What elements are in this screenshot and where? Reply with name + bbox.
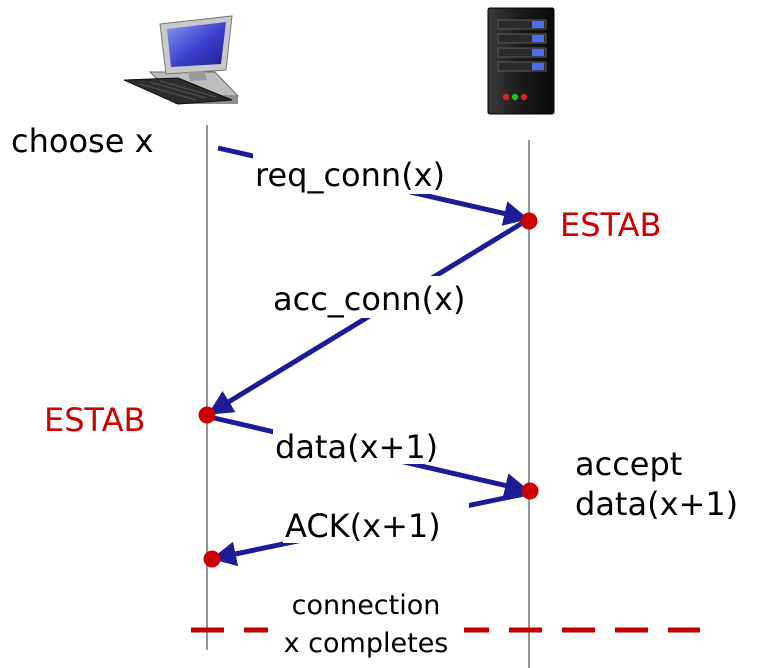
message-label-acc-conn: acc_conn(x) xyxy=(273,280,465,318)
client-estab-dot xyxy=(198,406,216,424)
server-estab-dot xyxy=(520,212,538,230)
message-label-req-conn: req_conn(x) xyxy=(255,156,445,194)
message-label-data: data(x+1) xyxy=(275,428,438,466)
desktop-computer-icon xyxy=(123,15,240,105)
server-tower-icon xyxy=(487,7,555,115)
server-accept-dot xyxy=(521,482,539,500)
server-accept-label-line2: data(x+1) xyxy=(575,485,738,523)
client-action-label: choose x xyxy=(11,122,154,160)
message-label-ack: ACK(x+1) xyxy=(285,507,441,545)
client-estab-label: ESTAB xyxy=(44,401,145,439)
server-estab-label: ESTAB xyxy=(560,206,661,244)
completion-label-line1: connection xyxy=(292,590,441,621)
completion-label-line2: x completes xyxy=(284,628,449,659)
client-ack-dot xyxy=(203,550,221,568)
server-accept-label-line1: accept xyxy=(575,445,682,483)
